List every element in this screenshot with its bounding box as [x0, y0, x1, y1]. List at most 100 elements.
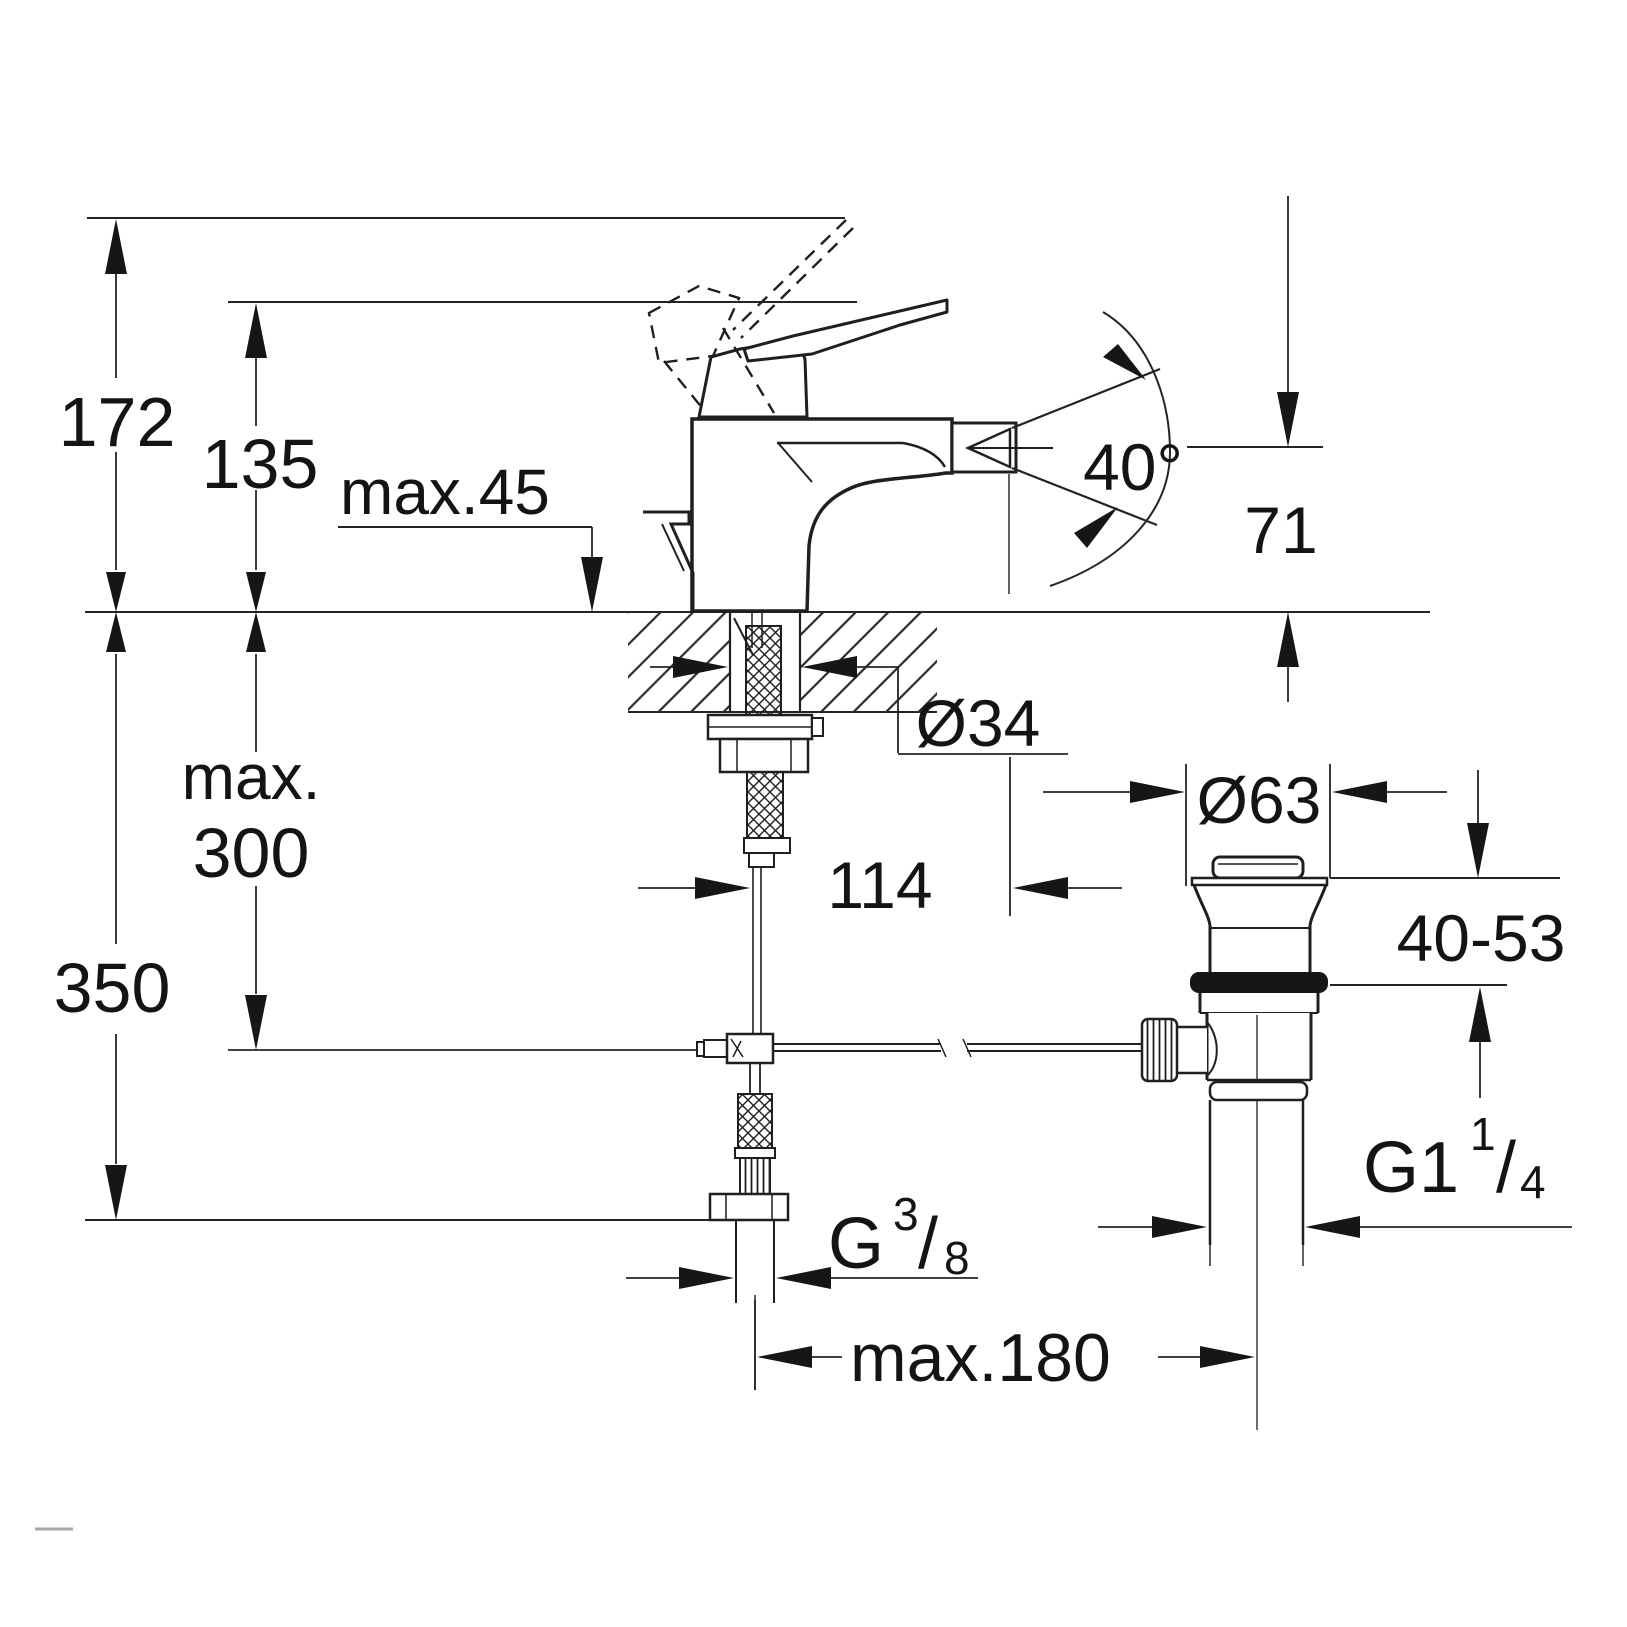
valve-neck-left: [1192, 884, 1212, 973]
arrow-63-left: [1332, 781, 1387, 803]
waste-thread-base: G1: [1363, 1128, 1459, 1208]
waste-thread-denominator: 4: [1520, 1156, 1546, 1208]
arrow-angle-upper: [1103, 344, 1146, 380]
angle-arc: [1049, 311, 1172, 587]
arrow-350-down: [105, 1165, 127, 1220]
label-rod-projection-max: max.180: [850, 1320, 1111, 1396]
braided-hose-upper: [746, 771, 784, 839]
supply-hose-lower: [708, 1093, 790, 1390]
angle-ray-lower: [1011, 466, 1158, 527]
waste-thread-numerator: 1: [1470, 1108, 1496, 1160]
pop-up-pull-rod-top: [643, 510, 695, 611]
label-tap-hole-diameter: Ø34: [916, 686, 1041, 760]
pop-up-rod-linkage: [696, 1032, 1144, 1094]
label-lever-angle: 40°: [1083, 430, 1183, 504]
rod-end-cap: [696, 1041, 705, 1057]
arrow-34-right: [673, 656, 728, 678]
arrow-G114-left: [1305, 1216, 1360, 1238]
arrow-34-left: [802, 656, 857, 678]
arrow-135-up: [245, 303, 267, 358]
dashed-blade-a: [732, 219, 847, 331]
lever-handle-solid: [742, 298, 949, 363]
pull-rod-hook: [643, 510, 695, 611]
arrow-180-left: [757, 1346, 812, 1368]
angle-ray-upper: [1011, 367, 1161, 430]
faucet-body: [690, 417, 954, 613]
valve-inner-arc: [1206, 1021, 1218, 1077]
arrow-63-right: [1130, 781, 1185, 803]
dashed-cap-outline: [647, 284, 741, 365]
arrow-G114-right: [1152, 1216, 1207, 1238]
arrow-114-right: [695, 877, 750, 899]
rod-clamp-tab: [703, 1039, 728, 1058]
valve-gasket: [1190, 972, 1328, 993]
counter-hatch-right: [800, 613, 937, 712]
dimension-arrowheads: [105, 219, 1491, 1368]
supply-thread-numerator: 3: [893, 1188, 919, 1240]
mounting-shank-assembly: [706, 613, 824, 1034]
label-outlet-height: 71: [1244, 493, 1317, 567]
arrow-180-right: [1200, 1346, 1255, 1368]
label-supply-thread: G 3 / 8: [828, 1188, 970, 1284]
supply-thread-slash: /: [918, 1204, 938, 1284]
dashed-blade-b: [740, 227, 854, 339]
arrow-172-up: [105, 219, 127, 274]
arrow-4053-up: [1469, 987, 1491, 1042]
label-total-height: 172: [59, 383, 176, 461]
hose-ribbed-section: [739, 1157, 771, 1195]
rod-break-left: [937, 1038, 947, 1058]
spout-inner-curve: [902, 441, 947, 468]
washer-tab: [811, 717, 824, 737]
label-waste-flange-diameter: Ø63: [1197, 763, 1322, 837]
arrow-172-bowtie-top: [106, 572, 126, 612]
supply-thread-denominator: 8: [944, 1232, 970, 1284]
rod-break-right: [962, 1038, 972, 1058]
arrow-71-up: [1277, 612, 1299, 667]
valve-plug-cap: [1211, 855, 1305, 880]
dashed-inner-b: [663, 360, 704, 410]
label-hose-reach-value: 300: [193, 814, 310, 892]
rod-junction-block: [725, 1032, 775, 1065]
braided-hose-lower: [737, 1093, 773, 1149]
dimension-labels: 172 135 max.45 40° 71 Ø34 max. 300 350 1…: [54, 383, 1566, 1396]
valve-lower-body-fill: [1207, 1013, 1311, 1080]
hose-collar: [734, 1147, 776, 1159]
arrow-G38-left: [776, 1267, 831, 1289]
valve-coupling-ring: [1208, 1080, 1309, 1102]
label-basin-clamp-range: 40-53: [1397, 901, 1566, 975]
label-hose-reach-word: max.: [182, 741, 321, 813]
valve-port-fill: [1176, 1027, 1207, 1073]
hose-fitting-reducer: [748, 852, 775, 868]
arrow-114-left: [1013, 877, 1068, 899]
hose-union-nut: [708, 1192, 790, 1222]
label-deck-thickness-max: max.45: [340, 456, 550, 528]
spout-inner-diagonal: [778, 443, 813, 483]
valve-neck-right: [1308, 884, 1328, 973]
arrow-172-bowtie-bottom: [106, 612, 126, 652]
braided-shank-upper: [745, 625, 782, 716]
faucet: [643, 219, 1053, 613]
label-centres-offset: 114: [827, 848, 932, 922]
arrow-G38-right: [679, 1267, 734, 1289]
dimension-lines: [115, 196, 1572, 1390]
label-spout-height: 135: [202, 425, 319, 503]
arrow-45-down: [581, 557, 603, 612]
arrow-135-bowtie-top: [246, 572, 266, 612]
supply-thread-base: G: [828, 1204, 884, 1284]
arrow-300-down: [245, 995, 267, 1050]
label-waste-thread: G1 1 / 4: [1363, 1108, 1546, 1208]
rod-knurled-knob: [1140, 1017, 1179, 1083]
label-supply-depth: 350: [54, 949, 171, 1027]
arrow-angle-lower: [1074, 507, 1118, 548]
hose-fitting-upper: [743, 837, 791, 854]
countertop-section: [628, 612, 937, 712]
waste-valve-assembly: [1140, 855, 1329, 1430]
junction-detail-b: [732, 1040, 742, 1058]
mounting-nut: [718, 737, 810, 774]
valve-band-fill: [1200, 993, 1318, 1013]
dashed-inner-a: [721, 327, 776, 414]
valve-flange: [1190, 876, 1329, 887]
arrow-4053-down: [1467, 823, 1489, 878]
